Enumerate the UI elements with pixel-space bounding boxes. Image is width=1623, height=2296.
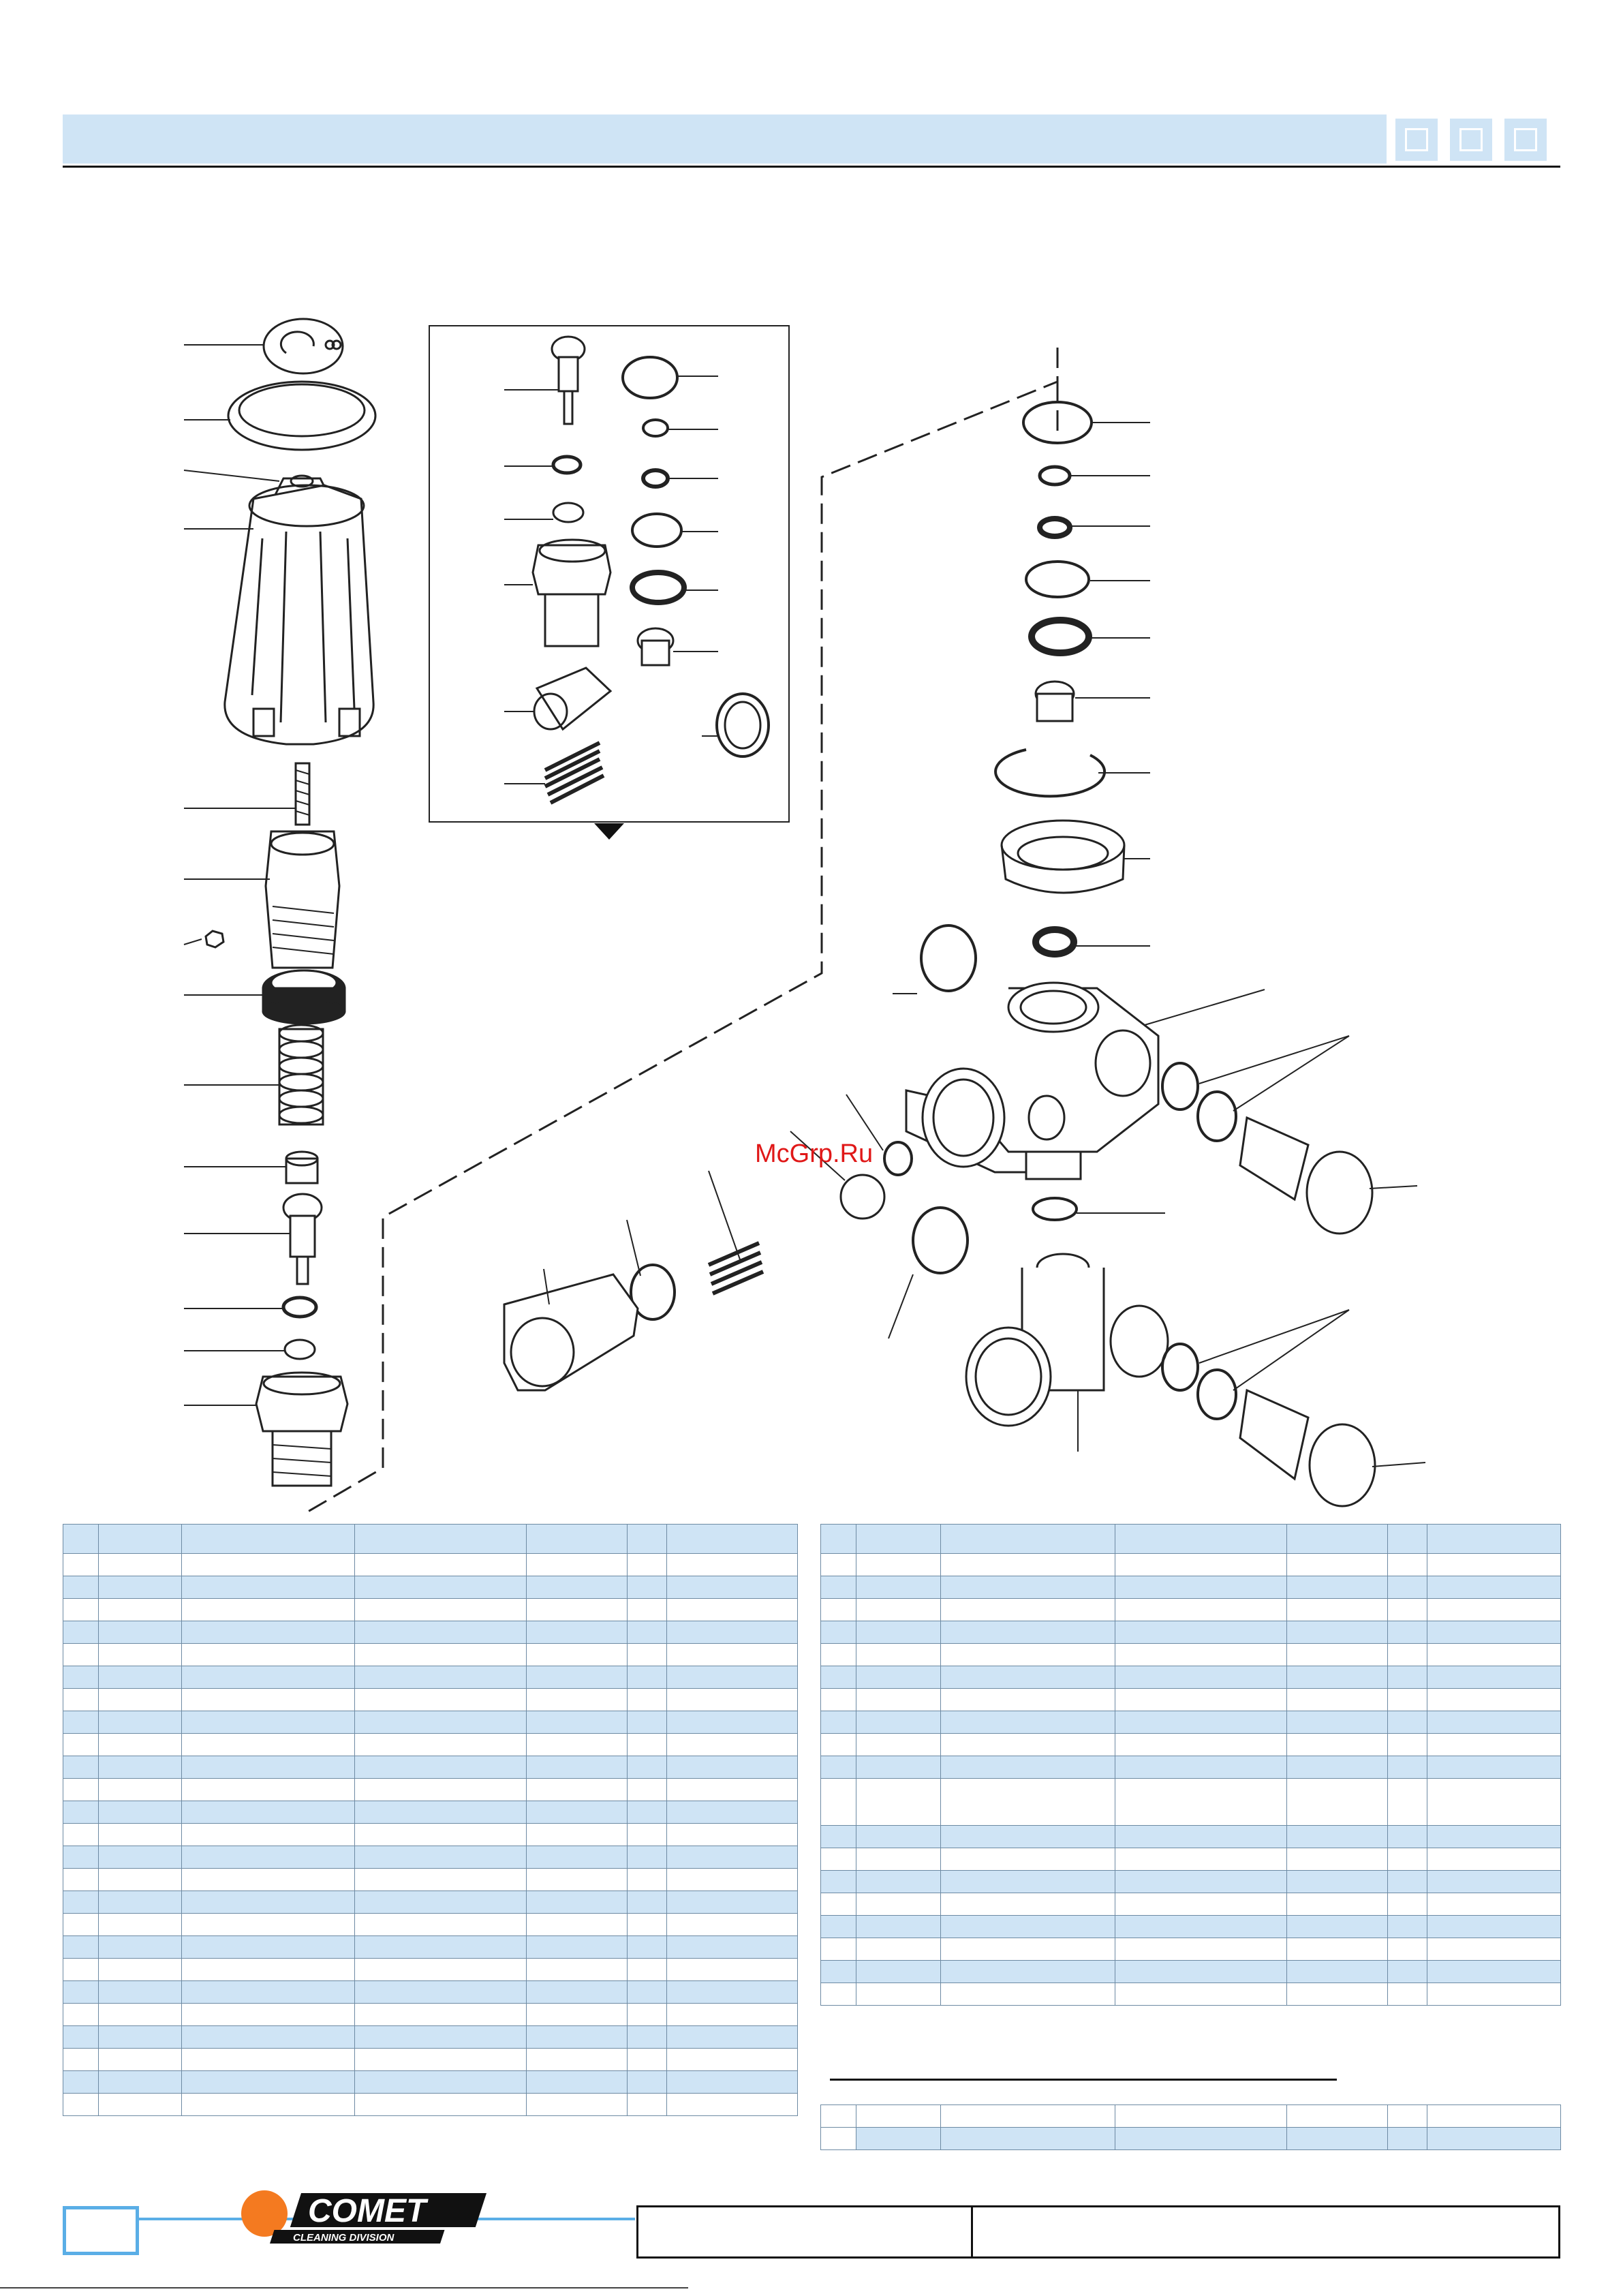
- page-number-box: [63, 2206, 139, 2255]
- table-row: [820, 2127, 1561, 2150]
- inset-frame: [429, 325, 790, 823]
- parts-table-left: [63, 1524, 798, 2116]
- table-row: [820, 1983, 1561, 2006]
- table-row: [820, 1598, 1561, 1621]
- logo-brand-text: COMET: [308, 2193, 429, 2229]
- table-row: [63, 1846, 798, 1869]
- table-row: [63, 1801, 798, 1824]
- header-square: [1504, 119, 1547, 161]
- table-row: [820, 1733, 1561, 1756]
- inset-arrow-icon: [594, 823, 624, 840]
- footer-info-box: [636, 2205, 1560, 2259]
- table-row: [820, 1643, 1561, 1666]
- table-row: [63, 1868, 798, 1891]
- table-row: [63, 2003, 798, 2026]
- table-row: [63, 1823, 798, 1846]
- table-header-row: [820, 1524, 1561, 1554]
- table-row: [820, 1756, 1561, 1779]
- table-row: [63, 1598, 798, 1621]
- table-header-row: [63, 1524, 798, 1554]
- table-row: [820, 1621, 1561, 1644]
- watermark: McGrp.Ru: [755, 1139, 874, 1168]
- logo-sun-icon: [241, 2190, 288, 2237]
- table-row: [820, 1576, 1561, 1599]
- spring-left: [278, 1024, 324, 1126]
- comet-logo: COMET CLEANING DIVISION: [241, 2190, 487, 2244]
- table-row: [63, 2048, 798, 2071]
- table-row: [63, 2093, 798, 2116]
- mid-spring: [707, 1241, 764, 1296]
- table-row: [63, 1756, 798, 1779]
- table-row: [63, 2070, 798, 2094]
- header-rule: [63, 166, 1560, 168]
- table-row: [820, 1666, 1561, 1689]
- parts-table-right: [820, 1524, 1561, 2006]
- table-row: [820, 2104, 1561, 2128]
- table-row: [63, 2025, 798, 2049]
- table-row: [820, 1915, 1561, 1938]
- table-row: [63, 1891, 798, 1914]
- table-row: [63, 1688, 798, 1711]
- table-row: [63, 1553, 798, 1576]
- spare-kit-table: [820, 2104, 1561, 2150]
- header-square: [1450, 119, 1492, 161]
- exploded-parts-drawing: [183, 318, 1426, 1513]
- table-row: [820, 1711, 1561, 1734]
- table-row: [63, 1643, 798, 1666]
- table-row: [820, 1825, 1561, 1848]
- table-row: [820, 1960, 1561, 1983]
- table-row: [820, 1893, 1561, 1916]
- table-row: [63, 1666, 798, 1689]
- table-row: [63, 1576, 798, 1599]
- table-row: [63, 1913, 798, 1936]
- table-row: [63, 1980, 798, 2004]
- spare-kit-rule: [830, 2079, 1337, 2081]
- left-column-parts: [204, 318, 377, 1487]
- inset-leaders: [504, 376, 718, 784]
- table-row: [63, 1621, 798, 1644]
- table-row: [820, 1553, 1561, 1576]
- table-row: [820, 1848, 1561, 1871]
- header-bar: [63, 114, 1387, 164]
- table-row: [820, 1688, 1561, 1711]
- right-leaders: [543, 422, 1426, 1467]
- left-leaders: [183, 344, 296, 1406]
- bottom-rule: [0, 2287, 688, 2289]
- table-row: [820, 1870, 1561, 1893]
- table-row: [820, 1938, 1561, 1961]
- assembly-dashed-lines: [307, 348, 1059, 1513]
- table-row: [63, 1958, 798, 1981]
- table-row: [820, 1778, 1561, 1826]
- inset-spring: [544, 741, 605, 805]
- table-row: [63, 1778, 798, 1801]
- table-row: [63, 1733, 798, 1756]
- logo-division-text: CLEANING DIVISION: [293, 2232, 395, 2244]
- table-row: [63, 1935, 798, 1959]
- header-square: [1395, 119, 1438, 161]
- right-column-parts: [503, 401, 1376, 1507]
- table-row: [63, 1711, 798, 1734]
- inset-parts: [531, 335, 770, 805]
